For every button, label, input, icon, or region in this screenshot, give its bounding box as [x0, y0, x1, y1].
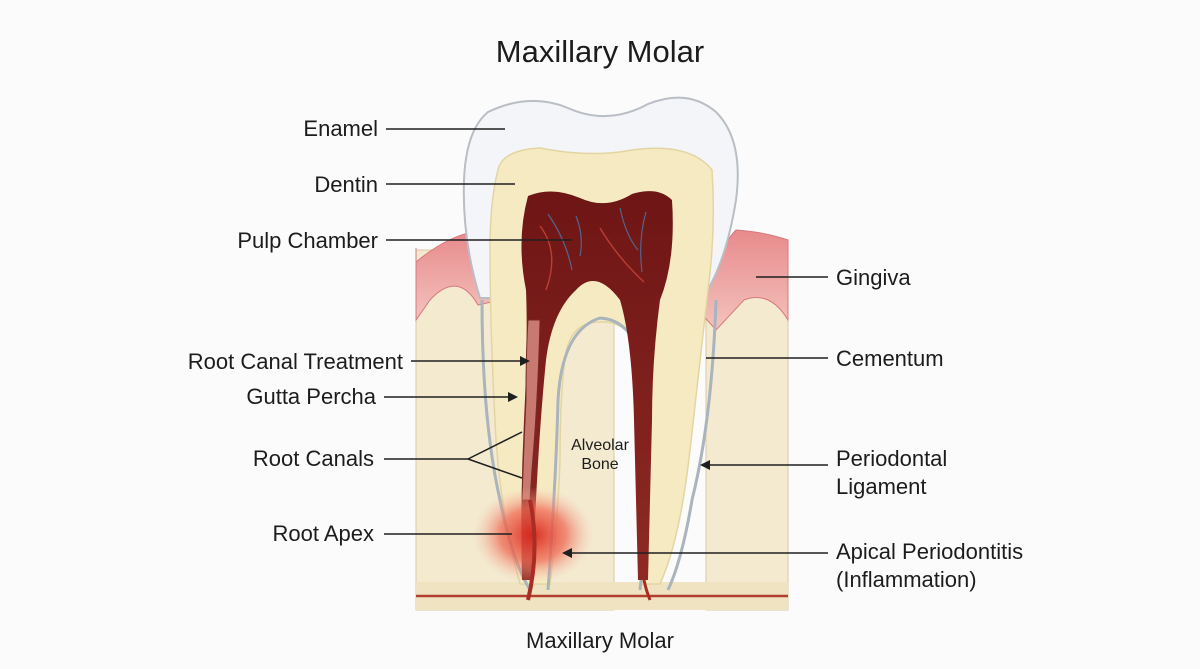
- root-apex-canal: [526, 499, 537, 601]
- label-dentin: Dentin: [314, 172, 378, 197]
- arrow-periodontal-ligament: [700, 460, 710, 470]
- leader-root-canals-upper: [467, 431, 523, 460]
- diagram-title: Maxillary Molar: [496, 34, 704, 69]
- label-root-apex: Root Apex: [272, 521, 374, 546]
- label-periodontal-ligament-1: Periodontal: [836, 446, 947, 471]
- label-root-canal-treatment: Root Canal Treatment: [188, 349, 403, 374]
- arrow-gutta-percha: [508, 392, 518, 402]
- label-enamel: Enamel: [303, 116, 378, 141]
- label-apical-periodontitis-2: (Inflammation): [836, 567, 977, 592]
- label-apical-periodontitis-1: Apical Periodontitis: [836, 539, 1023, 564]
- pulp-vessels-red: [539, 225, 645, 291]
- label-alveolar-bone-1: Alveolar: [571, 437, 629, 454]
- pulp-vessels: [547, 207, 647, 273]
- leader-root-canals-lower: [467, 458, 523, 479]
- label-cementum: Cementum: [836, 346, 944, 371]
- pulp-chamber: [521, 191, 673, 580]
- arrow-apical-periodontitis: [562, 548, 572, 558]
- label-gutta-percha: Gutta Percha: [246, 384, 376, 409]
- right-root-canal-end: [642, 579, 652, 601]
- label-pulp-chamber: Pulp Chamber: [237, 228, 378, 253]
- label-gingiva: Gingiva: [836, 265, 911, 290]
- label-alveolar-bone-2: Bone: [581, 456, 618, 473]
- label-root-canals: Root Canals: [253, 446, 374, 471]
- gutta-percha-filling: [521, 319, 541, 501]
- label-periodontal-ligament-2: Ligament: [836, 474, 927, 499]
- arrow-root-canal-treatment: [520, 356, 530, 366]
- diagram-caption: Maxillary Molar: [526, 628, 674, 653]
